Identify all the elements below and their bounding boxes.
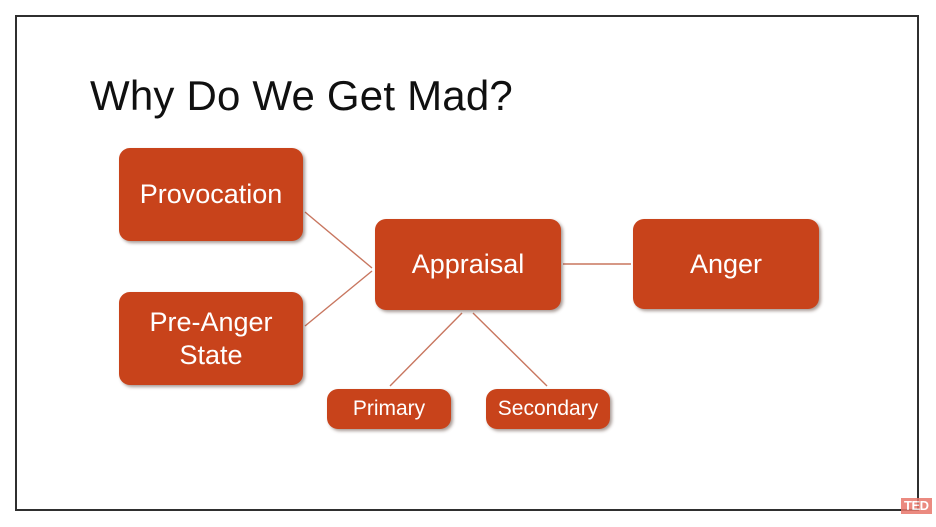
ted-watermark-logo: TED <box>901 498 932 514</box>
page-title: Why Do We Get Mad? <box>90 72 513 119</box>
node-provocation-label: Provocation <box>139 179 283 209</box>
node-pre-anger-state[interactable]: Pre-Anger State <box>119 292 303 385</box>
node-anger[interactable]: Anger <box>633 219 819 309</box>
node-primary[interactable]: Primary <box>327 389 451 429</box>
node-primary-label: Primary <box>352 397 426 420</box>
node-pre-anger-state-label: Pre-Anger State <box>149 306 272 372</box>
node-provocation[interactable]: Provocation <box>119 148 303 241</box>
node-appraisal-label: Appraisal <box>411 249 525 279</box>
node-appraisal[interactable]: Appraisal <box>375 219 561 310</box>
node-secondary[interactable]: Secondary <box>486 389 610 429</box>
node-secondary-label: Secondary <box>497 397 599 420</box>
node-pre-anger-state-label-line1: Pre-Anger <box>149 306 273 337</box>
node-anger-label: Anger <box>689 248 763 279</box>
node-pre-anger-state-label-line2: State <box>179 339 243 370</box>
